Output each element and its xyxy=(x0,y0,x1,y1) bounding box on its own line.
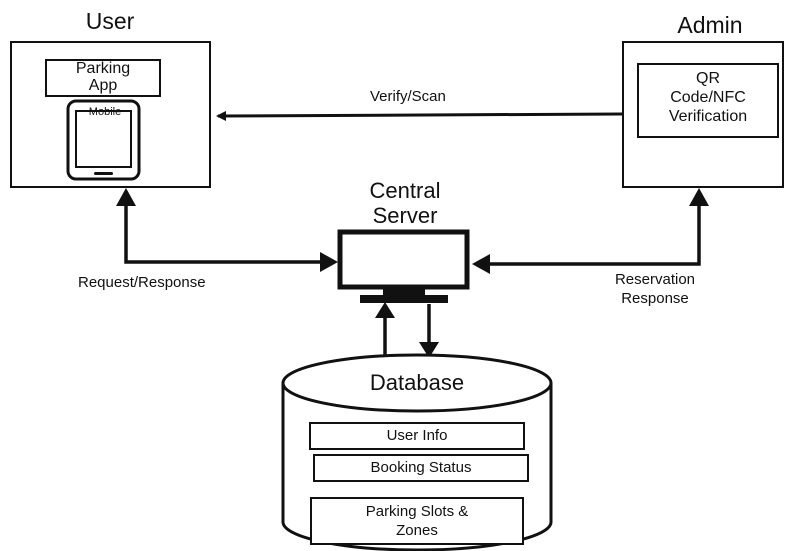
server-title-line1: Central xyxy=(369,178,441,203)
verify-scan-arrow xyxy=(216,110,623,121)
reservation-label-line1: Reservation xyxy=(614,271,696,288)
reservation-label-line2: Response xyxy=(621,290,689,307)
mobile-phone-icon xyxy=(66,99,141,181)
db-item-booking-status: Booking Status xyxy=(370,459,472,476)
parking-app-box xyxy=(45,59,161,97)
server-to-database-arrow xyxy=(419,304,439,358)
db-item-parking-slots-line1: Parking Slots & xyxy=(365,503,469,520)
db-item-user-info-box xyxy=(309,422,525,450)
database-title: Database xyxy=(369,370,465,395)
server-monitor-icon xyxy=(337,229,470,303)
db-item-user-info: User Info xyxy=(386,427,448,444)
server-title-line2: Server xyxy=(372,203,438,228)
admin-title: Admin xyxy=(677,12,743,38)
request-response-label: Request/Response xyxy=(78,274,206,291)
request-response-arrow xyxy=(116,188,338,272)
db-item-parking-slots-line2: Zones xyxy=(396,522,438,539)
reservation-response-arrow xyxy=(472,188,709,274)
qr-verification-box xyxy=(637,63,779,138)
db-item-booking-status-box xyxy=(313,454,529,482)
verification-label-line1: QR xyxy=(696,70,720,87)
db-item-parking-slots-box xyxy=(310,497,524,545)
user-title: User xyxy=(85,8,135,34)
verification-label-line2: Code/NFC xyxy=(670,89,746,106)
verification-label-line3: Verification xyxy=(668,108,748,125)
verify-scan-label: Verify/Scan xyxy=(370,88,446,105)
parking-app-label-line2: App xyxy=(88,77,118,94)
mobile-label: Mobile xyxy=(88,106,122,118)
parking-app-label-line1: Parking xyxy=(75,60,131,77)
database-to-server-arrow xyxy=(375,302,395,356)
